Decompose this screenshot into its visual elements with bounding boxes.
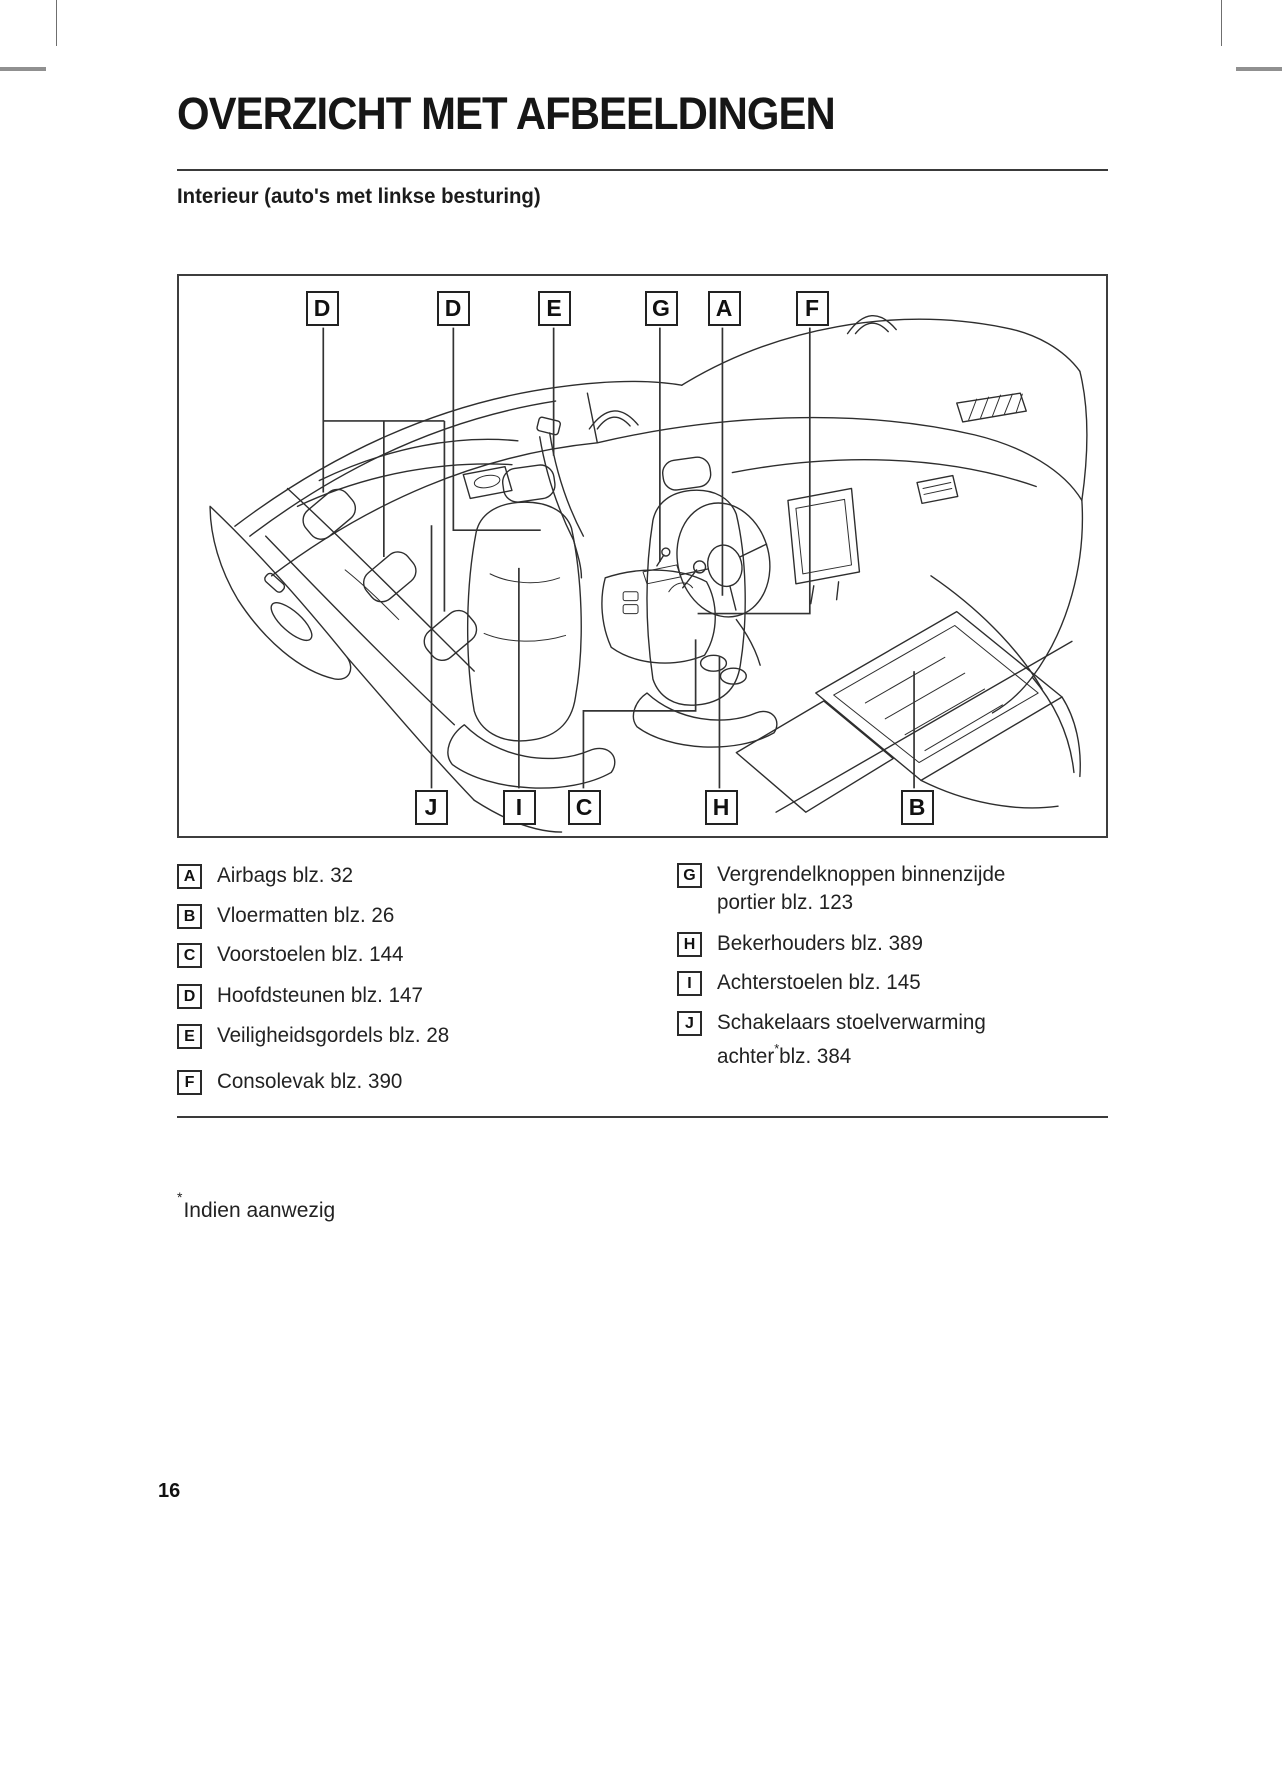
legend-item-f: F Consolevak blz. 390 bbox=[177, 1068, 406, 1096]
legend-label: Airbags blz. 32 bbox=[217, 864, 354, 887]
crop-mark-vertical-left bbox=[56, 0, 57, 46]
legend-key-box: I bbox=[677, 971, 702, 996]
legend-item-b: B Vloermatten blz. 26 bbox=[177, 902, 398, 930]
legend-item-i: I Achterstoelen blz. 145 bbox=[677, 969, 925, 997]
crop-mark-vertical-right bbox=[1221, 0, 1222, 46]
callout-e: E bbox=[537, 291, 571, 326]
legend-key-box: A bbox=[177, 864, 202, 889]
car-interior-art bbox=[209, 314, 1088, 833]
footnote: *Indien aanwezig bbox=[177, 1189, 336, 1222]
callout-f: F bbox=[795, 291, 829, 326]
legend-label: Consolevak blz. 390 bbox=[217, 1070, 403, 1093]
legend-item-h: H Bekerhouders blz. 389 bbox=[677, 930, 927, 958]
callout-c: C bbox=[567, 790, 601, 825]
legend-item-d: D Hoofdsteunen blz. 147 bbox=[177, 982, 427, 1010]
page-title: OVERZICHT MET AFBEELDINGEN bbox=[177, 88, 836, 139]
legend-item-c: C Voorstoelen blz. 144 bbox=[177, 941, 407, 969]
crop-mark-bar-left bbox=[0, 67, 46, 71]
legend-key-box: F bbox=[177, 1070, 202, 1095]
callout-d: D bbox=[436, 291, 470, 326]
legend-label: Hoofdsteunen blz. 147 bbox=[217, 984, 423, 1007]
legend-item-e: E Veiligheidsgordels blz. 28 bbox=[177, 1022, 454, 1050]
legend-key-box: B bbox=[177, 904, 202, 929]
legend-label: Vloermatten blz. 26 bbox=[217, 904, 395, 927]
crop-mark-bar-right bbox=[1236, 67, 1282, 71]
callout-a: A bbox=[707, 291, 741, 326]
callout-g: G bbox=[644, 291, 678, 326]
legend-label: Achterstoelen blz. 145 bbox=[717, 971, 921, 994]
legend-label: Bekerhouders blz. 389 bbox=[717, 932, 923, 955]
callout-b: B bbox=[900, 790, 934, 825]
legend-divider bbox=[177, 1116, 1108, 1118]
legend-key-box: G bbox=[677, 863, 702, 888]
legend-key-box: J bbox=[677, 1011, 702, 1036]
legend-label: Voorstoelen blz. 144 bbox=[217, 943, 404, 966]
callout-h: H bbox=[704, 790, 738, 825]
title-divider bbox=[177, 169, 1108, 171]
callout-j: J bbox=[414, 790, 448, 825]
legend-item-a: A Airbags blz. 32 bbox=[177, 862, 356, 890]
section-subtitle: Interieur (auto's met linkse besturing) bbox=[177, 185, 541, 208]
page-number: 16 bbox=[158, 1480, 181, 1502]
legend-key-box: E bbox=[177, 1024, 202, 1049]
legend-key-box: C bbox=[177, 943, 202, 968]
callout-d: D bbox=[305, 291, 339, 326]
leader-lines bbox=[322, 327, 915, 789]
legend-label: Veiligheidsgordels blz. 28 bbox=[217, 1024, 450, 1047]
callout-i: I bbox=[502, 790, 536, 825]
legend-key-box: H bbox=[677, 932, 702, 957]
legend-key-box: D bbox=[177, 984, 202, 1009]
